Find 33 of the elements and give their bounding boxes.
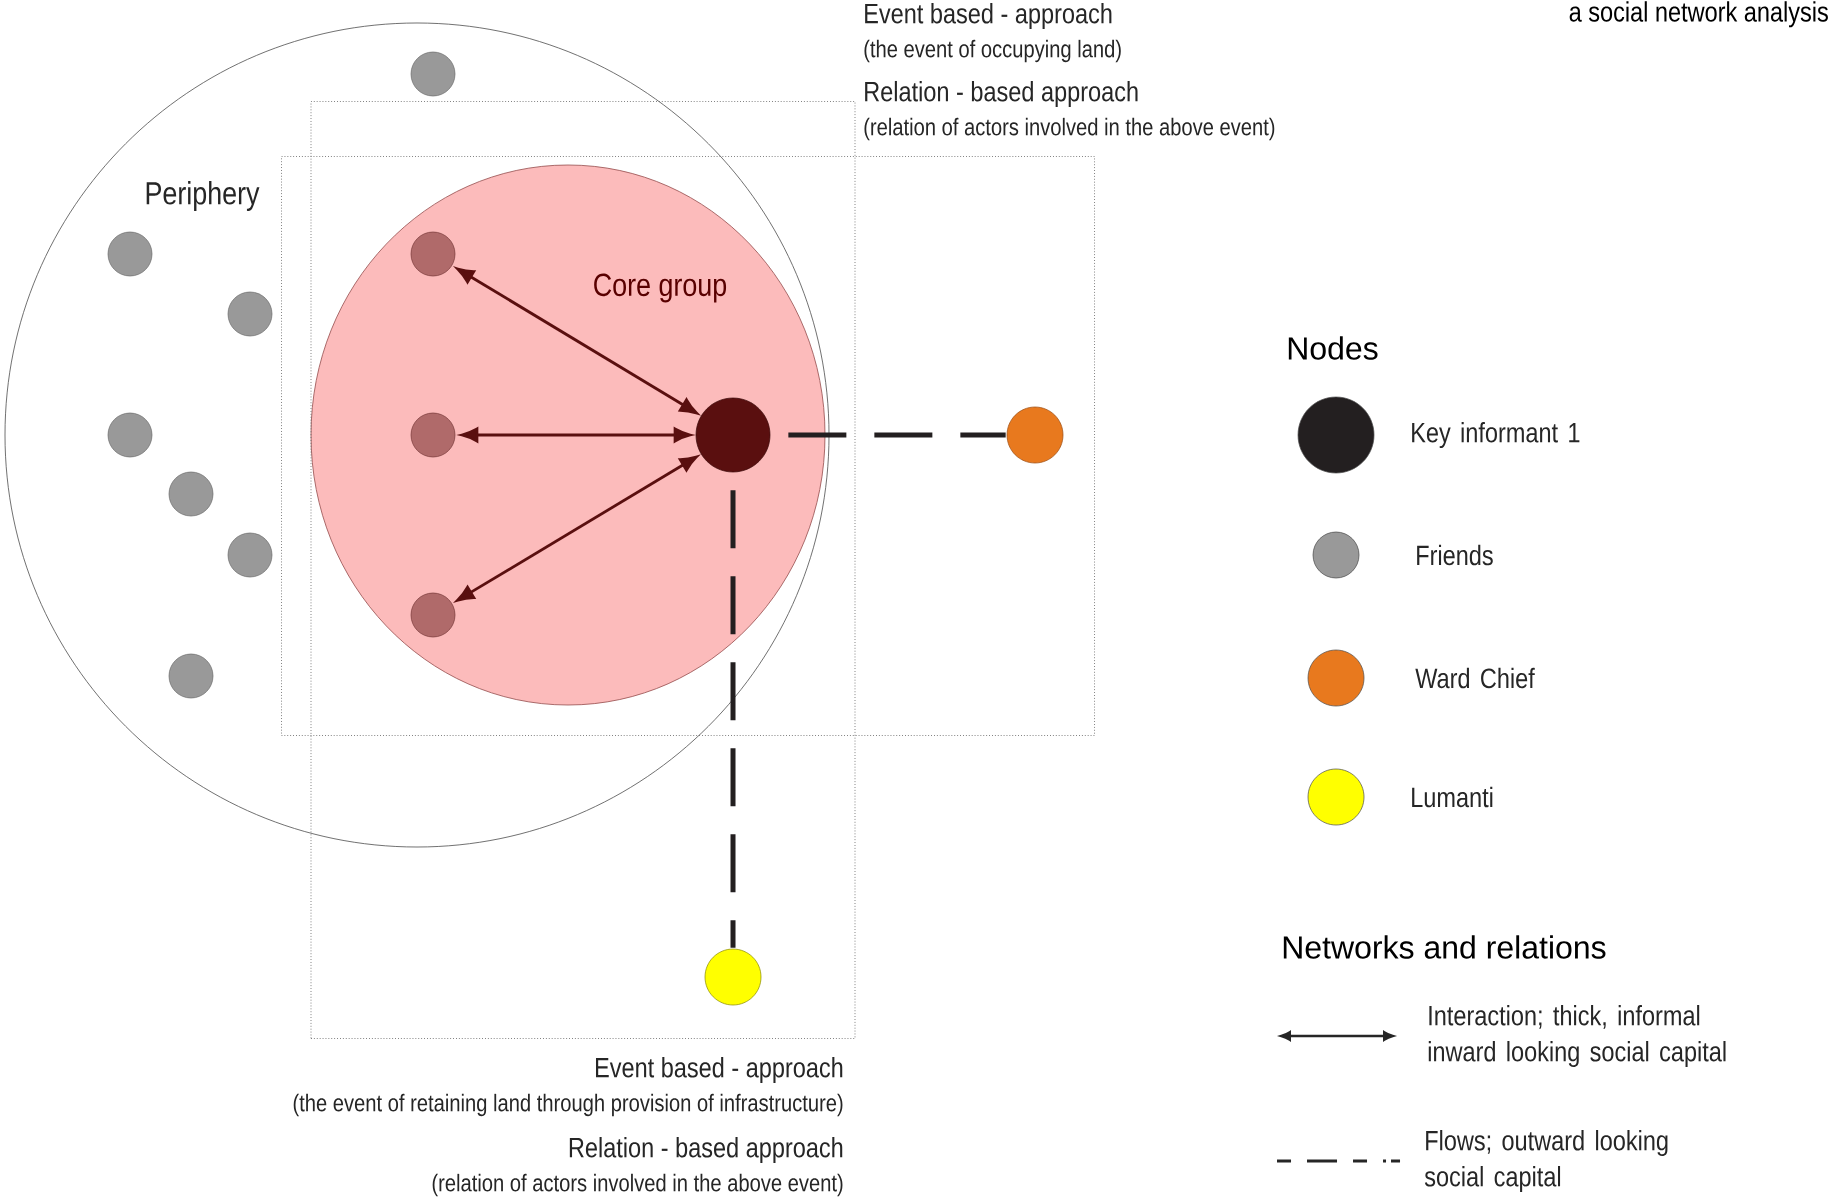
- lumanti-circle: [704, 948, 762, 1006]
- legend-heading: Networks and relations: [1283, 935, 1606, 959]
- node-label: (the event of retaining land through provision of infrastructure): [293, 1093, 843, 1117]
- legend-heading: Nodes: [1288, 336, 1378, 360]
- node-label: Periphery: [146, 181, 260, 211]
- node-label: Relation - based approach: [569, 1136, 843, 1164]
- ward-chief-circle: [1006, 406, 1064, 464]
- heading-text: a social network analysis: [1569, 1, 1828, 28]
- node-label: (relation of actors involved in the above event): [432, 1173, 843, 1197]
- friend-circle: [168, 653, 214, 699]
- node-label: (the event of occupying land): [864, 39, 1121, 63]
- legend-label: Flows; outward looking social capital: [1424, 1130, 1668, 1193]
- node-label: Event based - approach: [865, 2, 1112, 30]
- member-circle: [410, 412, 456, 458]
- member-circle: [410, 592, 456, 638]
- legend-label: Friends: [1417, 544, 1493, 566]
- dashed-line: [730, 490, 736, 948]
- friend-circle: [107, 412, 153, 458]
- node-label: (relation of actors involved in the above event): [864, 117, 1275, 141]
- friend-circle: [227, 532, 273, 578]
- legend-label: Key informant 1: [1412, 421, 1580, 449]
- friend-circle: [227, 291, 273, 337]
- node-label: Event based - approach: [596, 1056, 843, 1084]
- friend-circle: [168, 471, 214, 517]
- node-label: Relation - based approach: [865, 80, 1138, 108]
- dashed-line: [788, 432, 1006, 438]
- friend-circle: [410, 51, 456, 97]
- member-circle: [410, 231, 456, 277]
- friend-circle: [107, 231, 153, 277]
- key-informant-circle: [695, 397, 771, 473]
- legend-label: Ward Chief: [1415, 667, 1535, 689]
- legend-label: Interaction; thick, informal inward looking social capital: [1428, 1004, 1726, 1068]
- legend-label: Lumanti: [1412, 786, 1493, 808]
